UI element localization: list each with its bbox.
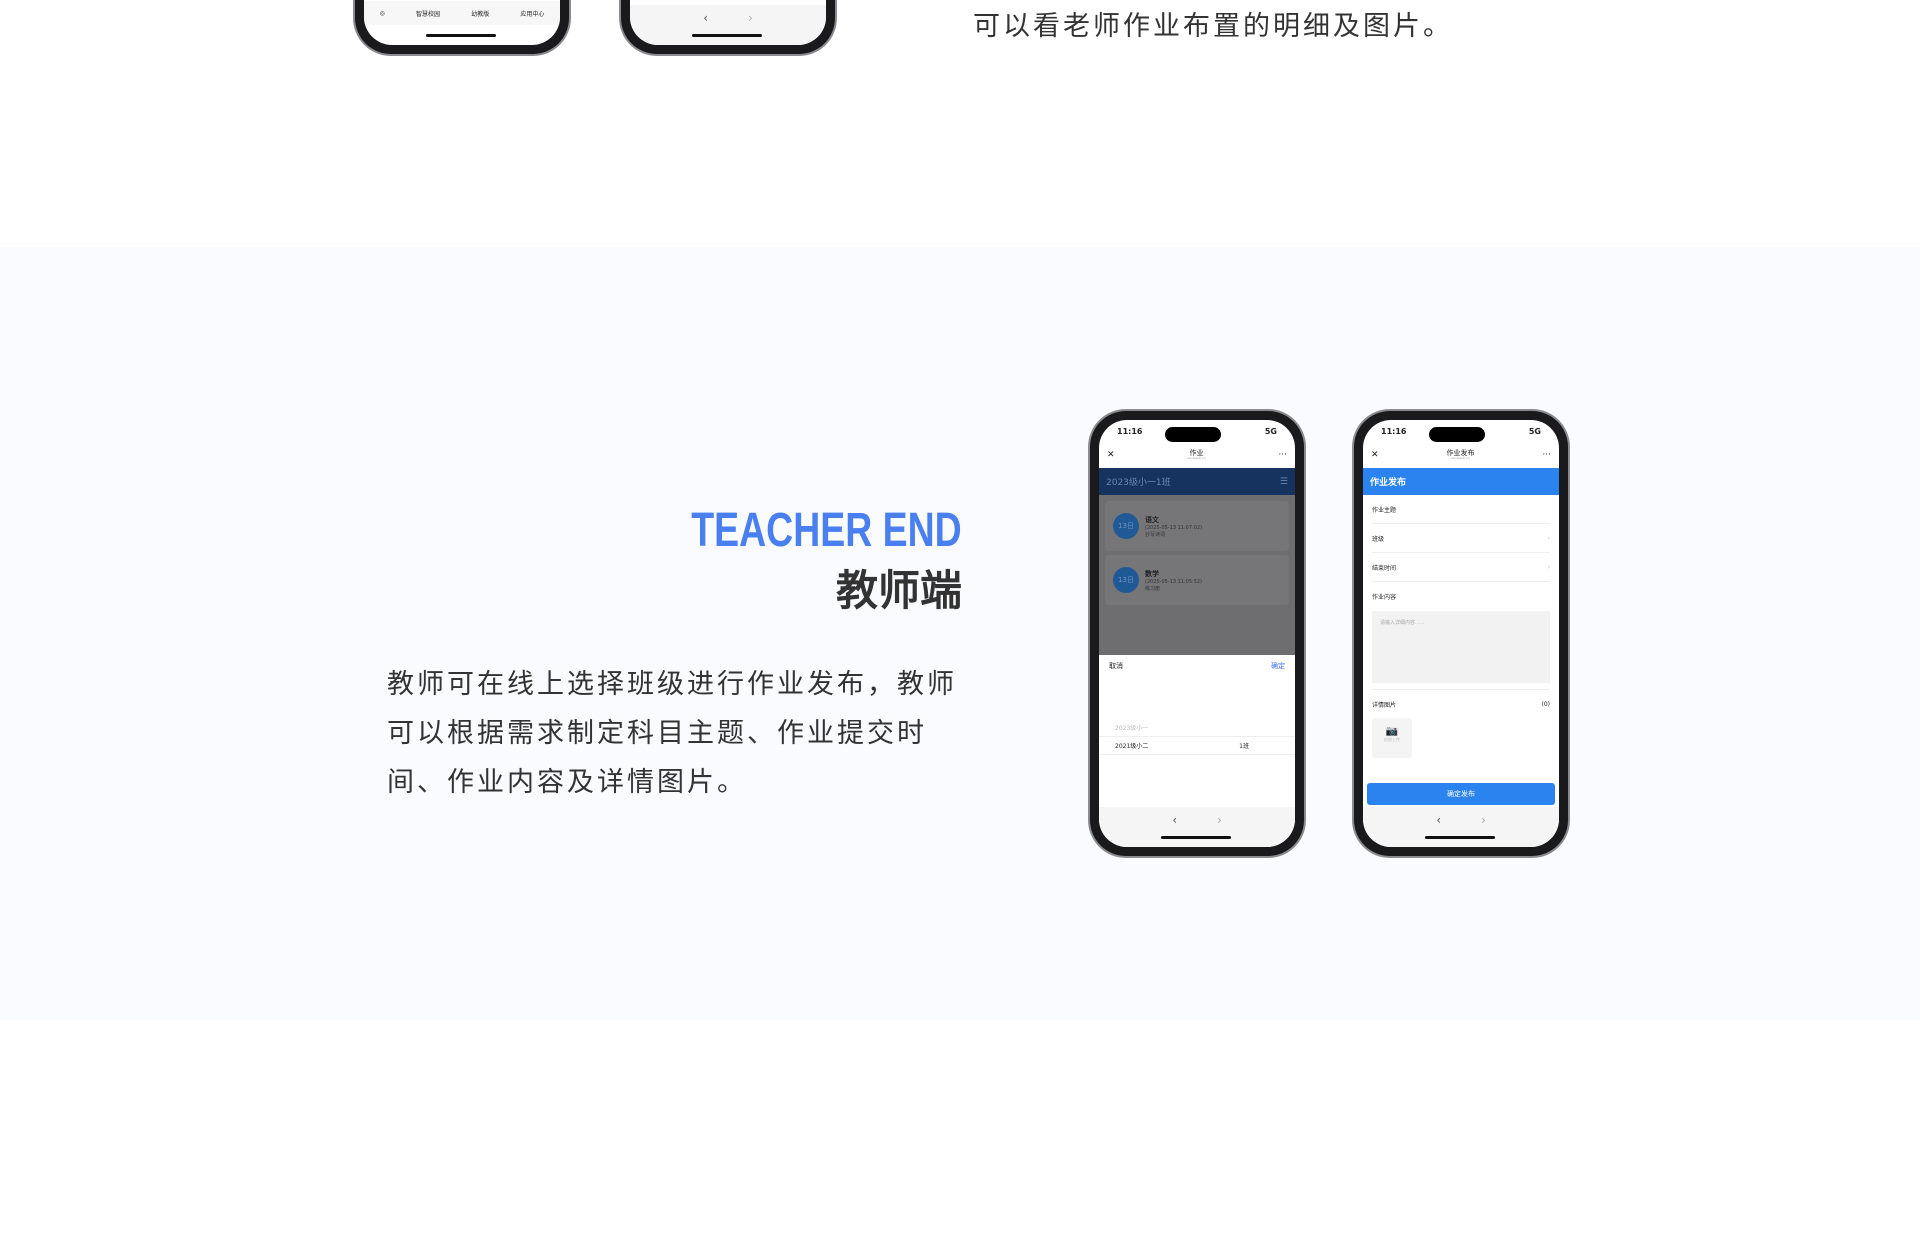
section-title-cn: 教师端 bbox=[835, 566, 962, 615]
field-content-label: 作业内容 bbox=[1372, 594, 1397, 601]
content-textarea[interactable]: 请输入详细内容...... bbox=[1372, 611, 1550, 683]
forward-icon[interactable]: › bbox=[1217, 813, 1222, 827]
menu-icon[interactable]: ☰ bbox=[1279, 476, 1288, 487]
teacher-section bbox=[0, 247, 1920, 1020]
forward-icon[interactable]: › bbox=[748, 11, 753, 25]
more-icon[interactable]: ··· bbox=[1542, 450, 1551, 460]
class-header: 2023级小一1班☰ bbox=[1099, 468, 1295, 495]
confirm-button[interactable]: 确定 bbox=[1271, 662, 1285, 670]
home-indicator bbox=[692, 34, 762, 37]
browser-nav: ‹ › bbox=[630, 5, 826, 45]
tab-bar: ◎ 智慧校园 幼教版 应用中心 bbox=[364, 1, 560, 25]
list-item[interactable]: 13日数学(2025-05-13 11:05:52)练习册 bbox=[1105, 555, 1289, 605]
chevron-right-icon: › bbox=[1547, 563, 1550, 571]
field-end-time[interactable]: 结束时间› bbox=[1372, 553, 1550, 582]
tab-item[interactable]: 智慧校园 bbox=[416, 10, 441, 18]
tab-item[interactable]: 应用中心 bbox=[520, 10, 545, 18]
back-icon[interactable]: ‹ bbox=[1172, 813, 1177, 827]
modal-overlay: 13日语文(2025-05-13 11:07:02)抄写诗词 13日数学(202… bbox=[1099, 495, 1295, 655]
section-title-en: TEACHER END bbox=[691, 504, 962, 557]
tab-item[interactable]: 幼教版 bbox=[471, 10, 490, 18]
home-indicator bbox=[1425, 836, 1495, 839]
section-description: 教师可在线上选择班级进行作业发布，教师可以根据需求制定科目主题、作业提交时间、作… bbox=[387, 669, 957, 798]
top-phone-left: ◎ 智慧校园 幼教版 应用中心 bbox=[355, 0, 569, 54]
field-class[interactable]: 班级› bbox=[1372, 524, 1550, 553]
more-icon[interactable]: ··· bbox=[1278, 450, 1287, 460]
top-phone-right: ‹ › bbox=[621, 0, 835, 54]
top-description: 可以看老师作业布置的明细及图片。 bbox=[973, 11, 1453, 42]
close-icon[interactable]: ✕ bbox=[1371, 450, 1379, 460]
back-icon[interactable]: ‹ bbox=[1436, 813, 1441, 827]
cancel-button[interactable]: 取消 bbox=[1109, 662, 1123, 670]
home-indicator bbox=[1161, 836, 1231, 839]
field-topic[interactable]: 作业主题 bbox=[1372, 495, 1550, 524]
publish-button[interactable]: 确定发布 bbox=[1367, 783, 1555, 805]
home-indicator bbox=[426, 34, 496, 37]
images-row: 详情图片(0) bbox=[1372, 689, 1550, 718]
dynamic-island bbox=[1429, 427, 1485, 442]
publish-header: 作业发布 bbox=[1363, 468, 1559, 495]
chevron-right-icon: › bbox=[1547, 534, 1550, 542]
dynamic-island bbox=[1165, 427, 1221, 442]
home-icon[interactable]: ◎ bbox=[379, 9, 385, 17]
forward-icon[interactable]: › bbox=[1481, 813, 1486, 827]
camera-icon: 📷 bbox=[1385, 726, 1399, 737]
browser-nav: ‹ › bbox=[1363, 807, 1559, 847]
list-item[interactable]: 13日语文(2025-05-13 11:07:02)抄写诗词 bbox=[1105, 501, 1289, 551]
browser-nav: ‹ › bbox=[1099, 807, 1295, 847]
upload-photo-button[interactable]: 📷拍照上传 bbox=[1372, 718, 1412, 758]
picker-sheet: 取消 确定 bbox=[1099, 655, 1295, 677]
close-icon[interactable]: ✕ bbox=[1107, 450, 1115, 460]
back-icon[interactable]: ‹ bbox=[703, 11, 708, 25]
